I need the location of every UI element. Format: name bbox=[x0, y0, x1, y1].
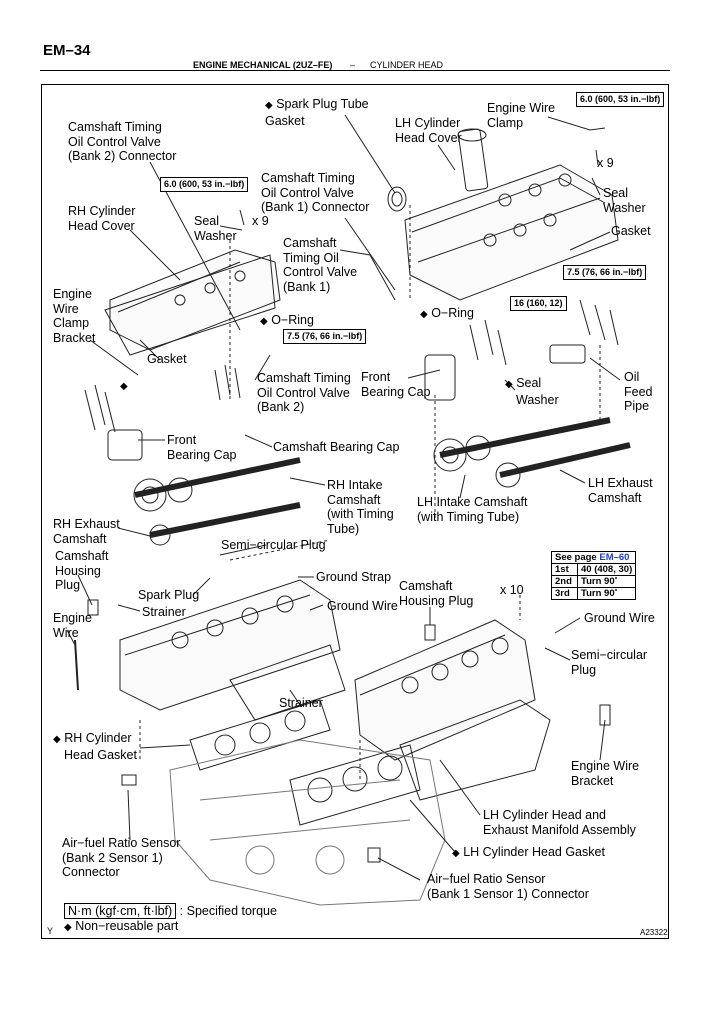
label-gasket-left: Gasket bbox=[147, 352, 187, 366]
torque-step: 3rd bbox=[552, 588, 578, 599]
camshaft-housing-plug-left-drawing bbox=[87, 599, 99, 616]
engine-wire-drawing bbox=[74, 639, 79, 691]
lh-head-gasket-drawing bbox=[289, 744, 421, 826]
torque-box-lh-bearing-cap: 7.5 (76, 66 in.−lbf) bbox=[563, 265, 647, 280]
label-lh-intake-camshaft: LH Intake Camshaft(with Timing Tube) bbox=[417, 495, 528, 524]
header-separator: – bbox=[350, 60, 356, 70]
legend-torque-unit: N·m (kgf·cm, ft·lbf) bbox=[64, 903, 177, 919]
lh-cylinder-head-drawing bbox=[354, 619, 551, 801]
label-oring-right: ◆ O−Ring bbox=[420, 306, 474, 320]
label-gasket-right: Gasket bbox=[611, 224, 651, 238]
torque-value: Turn 90˚ bbox=[581, 576, 618, 587]
front-bearing-cap-right-drawing bbox=[424, 354, 456, 401]
header-rule bbox=[40, 70, 670, 71]
label-strainer-mid: Strainer bbox=[279, 696, 323, 710]
rh-cylinder-head-drawing bbox=[119, 579, 346, 721]
torque-step: 2nd bbox=[552, 576, 578, 587]
label-camshaft-bearing-cap: Camshaft Bearing Cap bbox=[273, 440, 400, 454]
label-ground-wire-mid: Ground Wire bbox=[327, 599, 398, 613]
label-spark-plug: Spark Plug bbox=[138, 588, 200, 602]
torque-value: Turn 90˚ bbox=[581, 588, 618, 599]
label-ground-wire-right: Ground Wire bbox=[584, 611, 655, 625]
label-af-sensor-bank1: Air−fuel Ratio Sensor(Bank 1 Sensor 1) C… bbox=[427, 872, 589, 901]
leader-lines bbox=[66, 114, 621, 881]
label-lh-cylinder-head-gasket: ◆ LH Cylinder Head Gasket bbox=[452, 845, 605, 859]
label-ground-strap: Ground Strap bbox=[316, 570, 392, 584]
torque-step: 1st bbox=[552, 564, 578, 575]
camshafts-drawing bbox=[133, 417, 631, 546]
torque-box-lh-cam-cap: 16 (160, 12) bbox=[510, 296, 567, 311]
rh-head-gasket-drawing bbox=[189, 699, 331, 771]
af-sensor-bank1-connector-drawing bbox=[367, 847, 381, 863]
torque-box-ocv-bank2: 7.5 (76, 66 in.−lbf) bbox=[283, 329, 367, 344]
torque-box-clamp: 6.0 (600, 53 in.−lbf) bbox=[576, 92, 665, 107]
section-title: ENGINE MECHANICAL (2UZ–FE) bbox=[193, 60, 333, 70]
tube-gasket-drawing bbox=[387, 186, 407, 212]
torque-value: 40 (408, 30) bbox=[581, 564, 633, 575]
label-oring-left: ◆ O−Ring bbox=[260, 313, 314, 327]
af-sensor-bank2-connector-drawing bbox=[121, 774, 137, 786]
label-x9-right: x 9 bbox=[597, 156, 614, 170]
legend: N·m (kgf·cm, ft·lbf) : Specified torque … bbox=[64, 903, 277, 935]
non-reusable-mark-bracket: ◆ bbox=[120, 381, 128, 392]
see-page-link[interactable]: EM–60 bbox=[599, 552, 630, 563]
legend-diamond-icon: ◆ bbox=[64, 922, 72, 933]
page-number: EM–34 bbox=[43, 42, 91, 59]
label-af-sensor-bank2: Air−fuel Ratio Sensor(Bank 2 Sensor 1)Co… bbox=[62, 836, 181, 879]
label-x9-left: x 9 bbox=[252, 214, 269, 228]
label-strainer-left: Strainer bbox=[142, 605, 186, 619]
label-semicircular-plug-left: Semi−circular Plug bbox=[221, 538, 326, 552]
assembly-lines bbox=[139, 205, 601, 780]
camshaft-housing-plug-right-drawing bbox=[424, 624, 436, 641]
see-page-prefix: See page bbox=[555, 552, 600, 563]
torque-box-rh-cover: 6.0 (600, 53 in.−lbf) bbox=[160, 177, 249, 192]
lh-head-cover-drawing bbox=[404, 128, 619, 301]
corner-mark: Y bbox=[47, 926, 54, 936]
oil-feed-pipe-drawing bbox=[549, 344, 586, 364]
bolts-drawing bbox=[84, 127, 619, 433]
label-x10: x 10 bbox=[500, 583, 524, 597]
front-bearing-cap-left-drawing bbox=[107, 429, 143, 461]
legend-non-reusable-text: Non−reusable part bbox=[75, 919, 179, 933]
legend-torque-text: : Specified torque bbox=[179, 904, 277, 918]
figure-id: A23322 bbox=[640, 928, 668, 937]
engine-wire-bracket-drawing bbox=[599, 704, 611, 726]
engine-block-drawing bbox=[169, 739, 446, 906]
rh-head-cover-drawing bbox=[104, 249, 281, 356]
figure-frame bbox=[41, 84, 669, 939]
subsection-title: CYLINDER HEAD bbox=[370, 60, 444, 70]
